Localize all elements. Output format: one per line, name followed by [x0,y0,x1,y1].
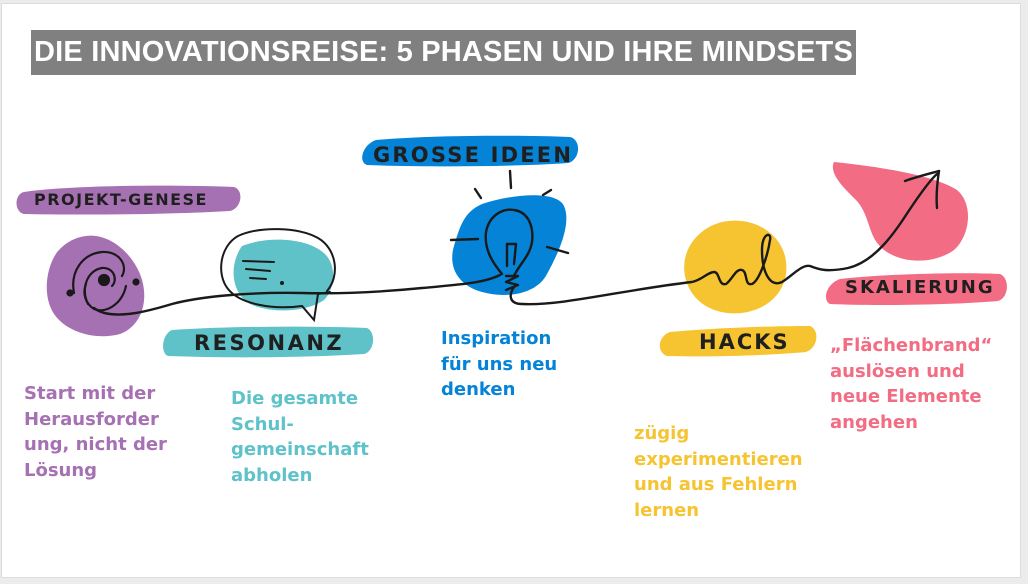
slide-canvas: DIE INNOVATIONSREISE: 5 PHASEN UND IHRE … [1,3,1021,578]
journey-line [92,172,939,316]
yellow-blob [684,220,787,314]
phase-label-hacks: HACKS [699,330,790,354]
phase-label-projekt-genese: PROJEKT-GENESE [34,190,208,209]
spiral-galaxy-icon [66,250,140,312]
projekt-genese-label-brush [16,185,241,215]
page-title: DIE INNOVATIONSREISE: 5 PHASEN UND IHRE … [31,30,857,75]
grosse-ideen-label-brush [362,135,579,167]
speech-bubble-icon [220,228,336,323]
teal-blob [233,239,334,311]
phase-label-skalierung: SKALIERUNG [845,277,995,298]
purple-blob [46,235,145,337]
rising-arrow-icon [903,169,941,210]
phase-label-resonanz: RESONANZ [194,331,345,355]
phase-description-skalierung: „Flächenbrand“ auslösen und neue Element… [830,335,993,433]
phase-description-hacks: zügig experimentieren und aus Fehlern le… [634,423,803,521]
resonanz-label-brush [163,326,374,358]
hacks-label-brush [659,326,817,357]
phase-description-grosse-ideen: Inspiration für uns neu denken [441,328,558,400]
phase-description-resonanz: Die gesamte Schul- gemeinschaft abholen [231,388,369,486]
skalierung-label-brush [825,273,1007,305]
journey-illustration [16,135,1007,358]
phase-label-grosse-ideen: GROSSE IDEEN [373,143,574,167]
phase-description-projekt-genese: Start mit der Herausforder ung, nicht de… [24,383,167,481]
pink-blob [832,162,969,261]
